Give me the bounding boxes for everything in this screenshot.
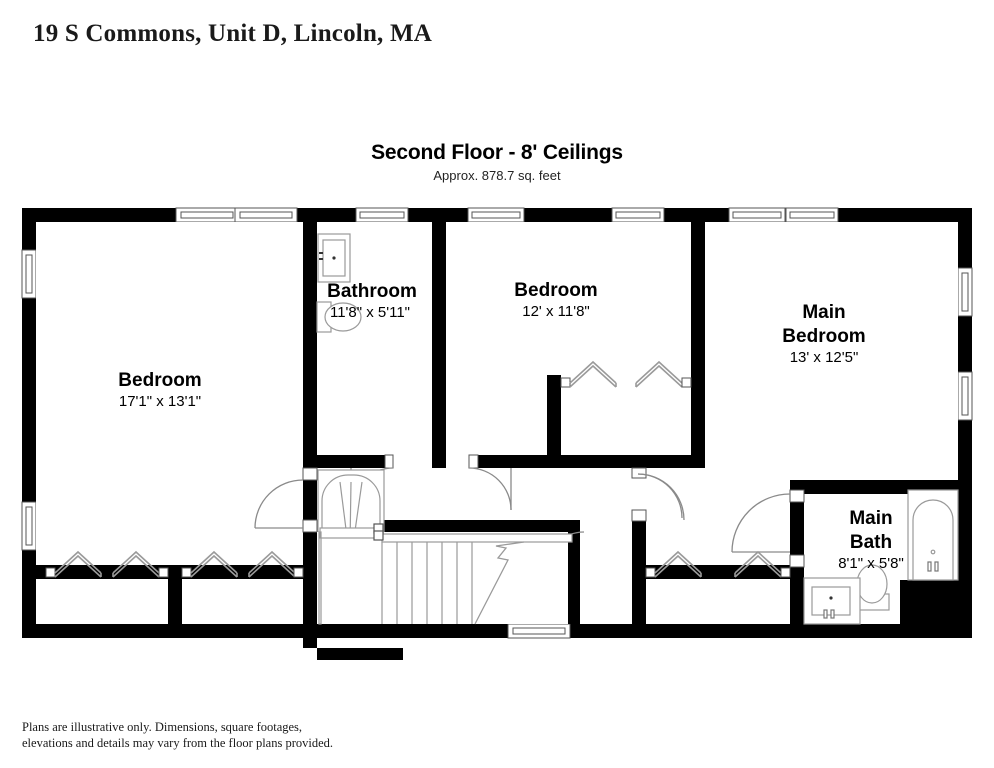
bifold-midbed-closet-2	[635, 360, 692, 388]
bifold-left-closet-4	[248, 550, 304, 578]
jamb-mainbath-door-top	[789, 489, 805, 503]
staircase	[317, 523, 573, 625]
window-right-1	[957, 267, 973, 317]
bifold-left-closet-3	[181, 550, 238, 578]
window-top-5	[611, 207, 665, 223]
room-dim-main-bedroom: 13' x 12'5"	[790, 349, 859, 366]
room-label-main-bath-line1: Main	[849, 508, 892, 529]
wall-hallnorth-1	[317, 455, 392, 468]
window-top-3	[355, 207, 409, 223]
bifold-right-closet-1	[645, 550, 702, 578]
wall-bathroom-bottom	[317, 648, 403, 660]
room-label-bathroom: Bathroom	[327, 281, 417, 302]
floor-title: Second Floor - 8' Ceilings	[371, 141, 623, 164]
window-bottom-1	[507, 623, 571, 639]
jamb-mainbath-door-bottom	[789, 554, 805, 568]
jamb-mainbed-door-top	[631, 467, 647, 479]
room-label-main-bedroom-line2: Bedroom	[782, 326, 865, 347]
bathroom-vanity	[317, 233, 351, 283]
door-arc-mainbath	[731, 493, 791, 553]
room-label-bedroom-left: Bedroom	[118, 370, 201, 391]
window-group-right	[957, 267, 973, 421]
jamb-midbed-door	[468, 454, 479, 469]
jamb-bathroom-door	[384, 454, 394, 469]
window-top-6	[728, 207, 786, 223]
window-top-2	[234, 207, 298, 223]
window-top-1	[175, 207, 239, 223]
closet-bifold-doors	[45, 360, 791, 578]
window-left-2	[21, 501, 37, 551]
room-labels: Bedroom 17'1" x 13'1" Bathroom 11'8" x 5…	[118, 280, 904, 572]
wall-stair-top	[380, 520, 580, 532]
wall-hallnorth-2	[432, 455, 446, 468]
window-top-7	[785, 207, 839, 223]
room-dim-main-bath: 8'1" x 5'8"	[838, 555, 904, 572]
wall-hallnorth-3	[477, 455, 691, 468]
room-label-main-bath-line2: Bath	[850, 532, 892, 553]
bathroom-toilet	[316, 301, 362, 333]
bifold-left-closet-2	[112, 550, 169, 578]
door-arc-hall-left	[254, 479, 304, 529]
wall-a-lower	[303, 480, 317, 624]
jamb-hall-left-top	[302, 467, 318, 481]
wall-d	[632, 520, 646, 624]
wall-f-mainbath-left	[790, 480, 804, 624]
window-group-top	[175, 207, 839, 223]
wall-e-closet-divider	[168, 565, 182, 624]
wall-stair-right	[568, 520, 580, 624]
wall-c	[691, 222, 705, 468]
wall-closet-left-top	[36, 565, 303, 579]
room-dim-bedroom-middle: 12' x 11'8"	[522, 303, 590, 320]
room-label-bedroom-middle: Bedroom	[514, 280, 597, 301]
mainbath-vanity	[803, 577, 861, 625]
page-title: 19 S Commons, Unit D, Lincoln, MA	[33, 20, 432, 47]
jamb-mainbed-door-bottom	[631, 509, 647, 522]
room-dim-bathroom: 11'8" x 5'11"	[330, 304, 410, 321]
window-right-2	[957, 371, 973, 421]
door-arc-mainbedroom2	[637, 473, 685, 521]
mainbath-shower	[907, 489, 959, 581]
bifold-right-closet-2	[734, 550, 791, 578]
wall-closet-mid-left2	[547, 375, 561, 455]
plan-heading: Second Floor - 8' Ceilings Approx. 878.7…	[0, 141, 994, 185]
wall-b	[432, 222, 446, 468]
room-dim-bedroom-left: 17'1" x 13'1"	[119, 393, 201, 410]
wall-a-upper	[303, 222, 317, 468]
stair-break-arrow	[474, 541, 525, 625]
jamb-hall-left-bottom	[302, 519, 318, 533]
mainbath-toilet	[854, 564, 890, 611]
bifold-midbed-closet-1	[560, 360, 617, 388]
room-label-main-bedroom-line1: Main	[802, 302, 845, 323]
window-top-4	[467, 207, 525, 223]
disclaimer: Plans are illustrative only. Dimensions,…	[22, 719, 333, 751]
stair-treads	[381, 542, 473, 624]
floor-plan-drawing: Bedroom 17'1" x 13'1" Bathroom 11'8" x 5…	[21, 207, 973, 660]
window-left-1	[21, 249, 37, 299]
disclaimer-line-1: Plans are illustrative only. Dimensions,…	[22, 720, 303, 734]
window-group-left	[21, 249, 37, 551]
wall-mainbath-shower-base	[900, 580, 958, 624]
door-arc-midbedroom	[468, 467, 512, 511]
mainbath-fixtures	[803, 489, 959, 625]
bifold-left-closet-1	[45, 550, 102, 578]
wall-closet-right-top	[646, 565, 790, 579]
floor-area-text: Approx. 878.7 sq. feet	[433, 168, 561, 183]
disclaimer-line-2: elevations and details may vary from the…	[22, 736, 334, 750]
